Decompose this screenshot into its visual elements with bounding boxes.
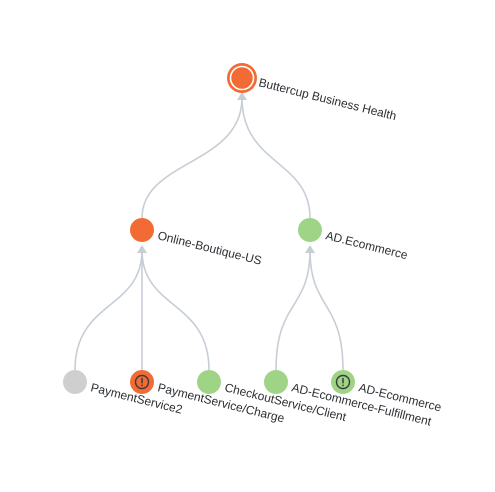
edge-ad-ecommerce-to-ad-group bbox=[309, 249, 344, 371]
edge-ad-ecommerce-group-to-root bbox=[241, 97, 311, 219]
node-label: Online-Boutique-US bbox=[156, 228, 263, 267]
status-dot bbox=[298, 218, 322, 242]
selected-ring bbox=[229, 65, 255, 91]
status-dot bbox=[63, 370, 87, 394]
edges bbox=[74, 97, 344, 371]
edge-ad-fulfillment-to-ad-group bbox=[275, 249, 311, 371]
edge-online-boutique-to-root bbox=[141, 97, 243, 219]
exclamation-icon bbox=[335, 374, 351, 390]
status-dot bbox=[197, 370, 221, 394]
node-ad-ecommerce-group[interactable]: AD.Ecommerce bbox=[298, 218, 409, 262]
status-dot bbox=[227, 63, 257, 93]
edge-checkout-client-to-online-boutique bbox=[141, 249, 210, 371]
arrow-head-online-boutique bbox=[137, 245, 147, 253]
arrow-heads bbox=[137, 92, 315, 253]
edge-payment-service2-to-online-boutique bbox=[74, 249, 143, 371]
exclamation-icon bbox=[134, 374, 150, 390]
arrow-head-root bbox=[237, 92, 247, 100]
status-dot bbox=[130, 218, 154, 242]
node-buttercup-business-health[interactable]: Buttercup Business Health bbox=[227, 63, 398, 123]
node-label: AD.Ecommerce bbox=[324, 228, 409, 262]
node-label: Buttercup Business Health bbox=[257, 75, 398, 123]
status-dot bbox=[264, 370, 288, 394]
arrow-head-ad-group bbox=[305, 245, 315, 253]
node-online-boutique-us[interactable]: Online-Boutique-US bbox=[130, 218, 263, 268]
